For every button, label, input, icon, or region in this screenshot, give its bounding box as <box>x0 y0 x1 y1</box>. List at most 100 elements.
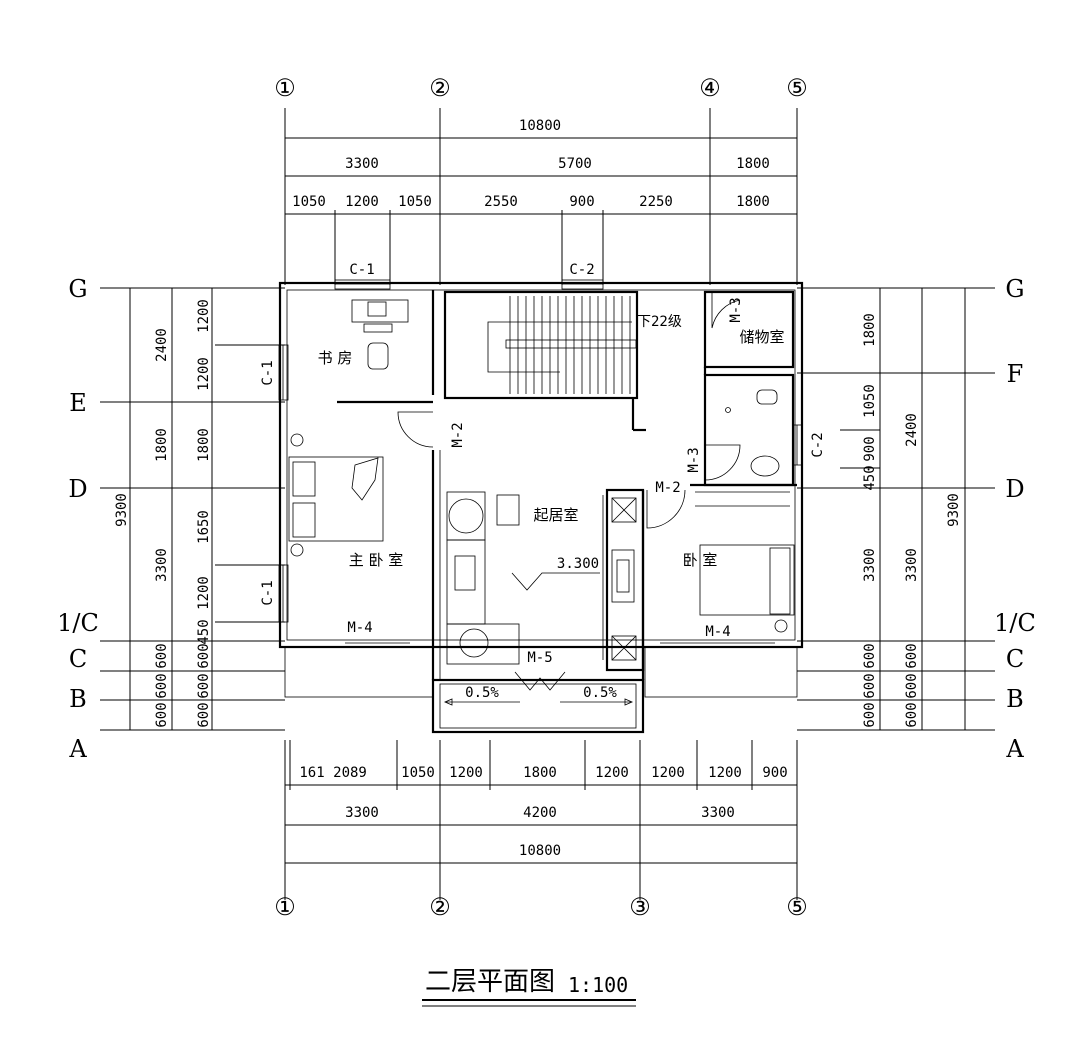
door-label-m3-b: M-3 <box>686 447 702 472</box>
dim-right-opening-3: 900 <box>862 436 878 461</box>
window-label-c1-left-a: C-1 <box>260 360 276 385</box>
elevation-value: 3.300 <box>557 556 599 572</box>
dim-top-opening-1: 1050 <box>292 194 326 210</box>
room-label-study: 书 房 <box>318 349 353 367</box>
door-label-m5: M-5 <box>527 650 552 666</box>
dim-right-opening-4: 450 <box>862 465 878 490</box>
dim-bottom-opening-5: 1800 <box>523 765 557 781</box>
dim-left-bay-6: 600 <box>154 702 170 727</box>
axis-bubble-right-B: B <box>1006 685 1024 713</box>
door-label-m4-b: M-4 <box>705 624 730 640</box>
stair: 下22级 <box>487 296 682 394</box>
window-label-c1-top: C-1 <box>349 262 374 278</box>
dim-top-opening-6: 2250 <box>639 194 673 210</box>
drawing-title-text: 二层平面图 <box>425 967 555 997</box>
axis-bubble-top-5: ⑤ <box>786 74 808 102</box>
dim-top-opening-3: 1050 <box>398 194 432 210</box>
dim-right-bay-3: 600 <box>904 643 920 668</box>
window-label-c2-right: C-2 <box>810 432 826 457</box>
dim-left-overall: 9300 <box>114 493 130 527</box>
dim-left-bay-5: 600 <box>154 673 170 698</box>
window-label-c1-left-b: C-1 <box>260 580 276 605</box>
dim-right-opening-5: 3300 <box>862 548 878 582</box>
dim-top-bay-1: 3300 <box>345 156 379 172</box>
door-label-m2-a: M-2 <box>450 422 466 447</box>
dim-left-opening-2: 1200 <box>196 357 212 391</box>
door-label-m4-a: M-4 <box>347 620 372 636</box>
left-axis: G E D 1/C C B A 9300 2400 1800 3300 600 … <box>57 275 285 763</box>
dim-right-opening-6: 600 <box>862 643 878 668</box>
top-axis-bubbles: ① ② ④ ⑤ <box>274 74 808 102</box>
slope-left: 0.5% <box>465 685 499 701</box>
dim-right-bay-1: 2400 <box>904 413 920 447</box>
dim-left-bay-1: 2400 <box>154 328 170 362</box>
dim-top-opening-4: 2550 <box>484 194 518 210</box>
dim-bottom-opening-3: 1050 <box>401 765 435 781</box>
dim-right-opening-2: 1050 <box>862 384 878 418</box>
dim-right-bay-4: 600 <box>904 673 920 698</box>
axis-bubble-right-D: D <box>1005 475 1024 503</box>
dim-bottom-bay-3: 3300 <box>701 805 735 821</box>
axis-bubble-left-G: G <box>68 275 87 303</box>
axis-bubble-top-1: ① <box>274 74 296 102</box>
room-label-living-room: 起居室 <box>533 506 578 524</box>
drawing-scale: 1:100 <box>568 973 628 997</box>
dim-left-opening-4: 1650 <box>196 510 212 544</box>
dim-bottom-opening-7: 1200 <box>651 765 685 781</box>
balcony-slopes: 0.5% 0.5% <box>443 685 634 706</box>
dim-left-opening-6: 450 <box>196 619 212 644</box>
room-label-master-bedroom: 主 卧 室 <box>349 551 404 569</box>
drawing-title: 二层平面图 1:100 <box>422 967 636 1007</box>
dim-left-opening-3: 1800 <box>196 428 212 462</box>
axis-bubble-right-C: C <box>1006 645 1024 673</box>
axis-bubble-top-2: ② <box>429 74 451 102</box>
room-label-bedroom: 卧 室 <box>683 551 718 569</box>
room-labels: 书 房 主 卧 室 起居室 卧 室 储物室 <box>318 328 785 569</box>
axis-bubble-bottom-1: ① <box>274 893 296 921</box>
axis-bubble-right-G: G <box>1005 275 1024 303</box>
dim-left-opening-8: 600 <box>196 673 212 698</box>
slope-right: 0.5% <box>583 685 617 701</box>
dim-right-bay-2: 3300 <box>904 548 920 582</box>
stair-note: 下22级 <box>637 314 682 330</box>
dim-top-bay-2: 5700 <box>558 156 592 172</box>
dim-bottom-opening-1: 161 <box>299 765 324 781</box>
furniture <box>288 299 795 665</box>
axis-bubble-top-4: ④ <box>699 74 721 102</box>
dim-top-overall: 10800 <box>519 118 561 134</box>
axis-bubble-left-A: A <box>68 735 87 763</box>
dim-bottom-overall: 10800 <box>519 843 561 859</box>
top-dimensions: 10800 3300 5700 1800 1050 1200 1050 2550… <box>284 108 798 285</box>
axis-bubble-left-E: E <box>69 389 87 417</box>
dim-bottom-opening-6: 1200 <box>595 765 629 781</box>
dim-left-opening-1: 1200 <box>196 299 212 333</box>
axis-bubble-left-1C: 1/C <box>57 609 99 637</box>
bottom-axis-bubbles: ① ② ③ ⑤ <box>274 893 808 921</box>
dim-left-opening-7: 600 <box>196 643 212 668</box>
dim-right-opening-8: 600 <box>862 702 878 727</box>
axis-bubble-bottom-2: ② <box>429 893 451 921</box>
room-label-storage: 储物室 <box>739 328 784 346</box>
dim-right-bay-5: 600 <box>904 702 920 727</box>
windows: C-1 C-2 C-1 C-1 C-2 <box>260 262 826 623</box>
dim-left-bay-3: 3300 <box>154 548 170 582</box>
dim-top-bay-3: 1800 <box>736 156 770 172</box>
dim-bottom-opening-4: 1200 <box>449 765 483 781</box>
dim-right-opening-7: 600 <box>862 673 878 698</box>
dim-bottom-opening-2: 2089 <box>333 765 367 781</box>
axis-bubble-right-A: A <box>1005 735 1024 763</box>
dim-left-bay-2: 1800 <box>154 428 170 462</box>
dim-top-opening-5: 900 <box>569 194 594 210</box>
dim-top-opening-7: 1800 <box>736 194 770 210</box>
dim-bottom-bay-2: 4200 <box>523 805 557 821</box>
dim-right-overall: 9300 <box>946 493 962 527</box>
dim-bottom-bay-1: 3300 <box>345 805 379 821</box>
right-axis: G F D 1/C C B A 9300 2400 3300 600 600 6… <box>797 275 1036 763</box>
dim-bottom-opening-8: 1200 <box>708 765 742 781</box>
dim-left-opening-9: 600 <box>196 702 212 727</box>
dim-right-opening-1: 1800 <box>862 313 878 347</box>
window-label-c2-top: C-2 <box>569 262 594 278</box>
axis-bubble-left-B: B <box>69 685 87 713</box>
dim-top-opening-2: 1200 <box>345 194 379 210</box>
